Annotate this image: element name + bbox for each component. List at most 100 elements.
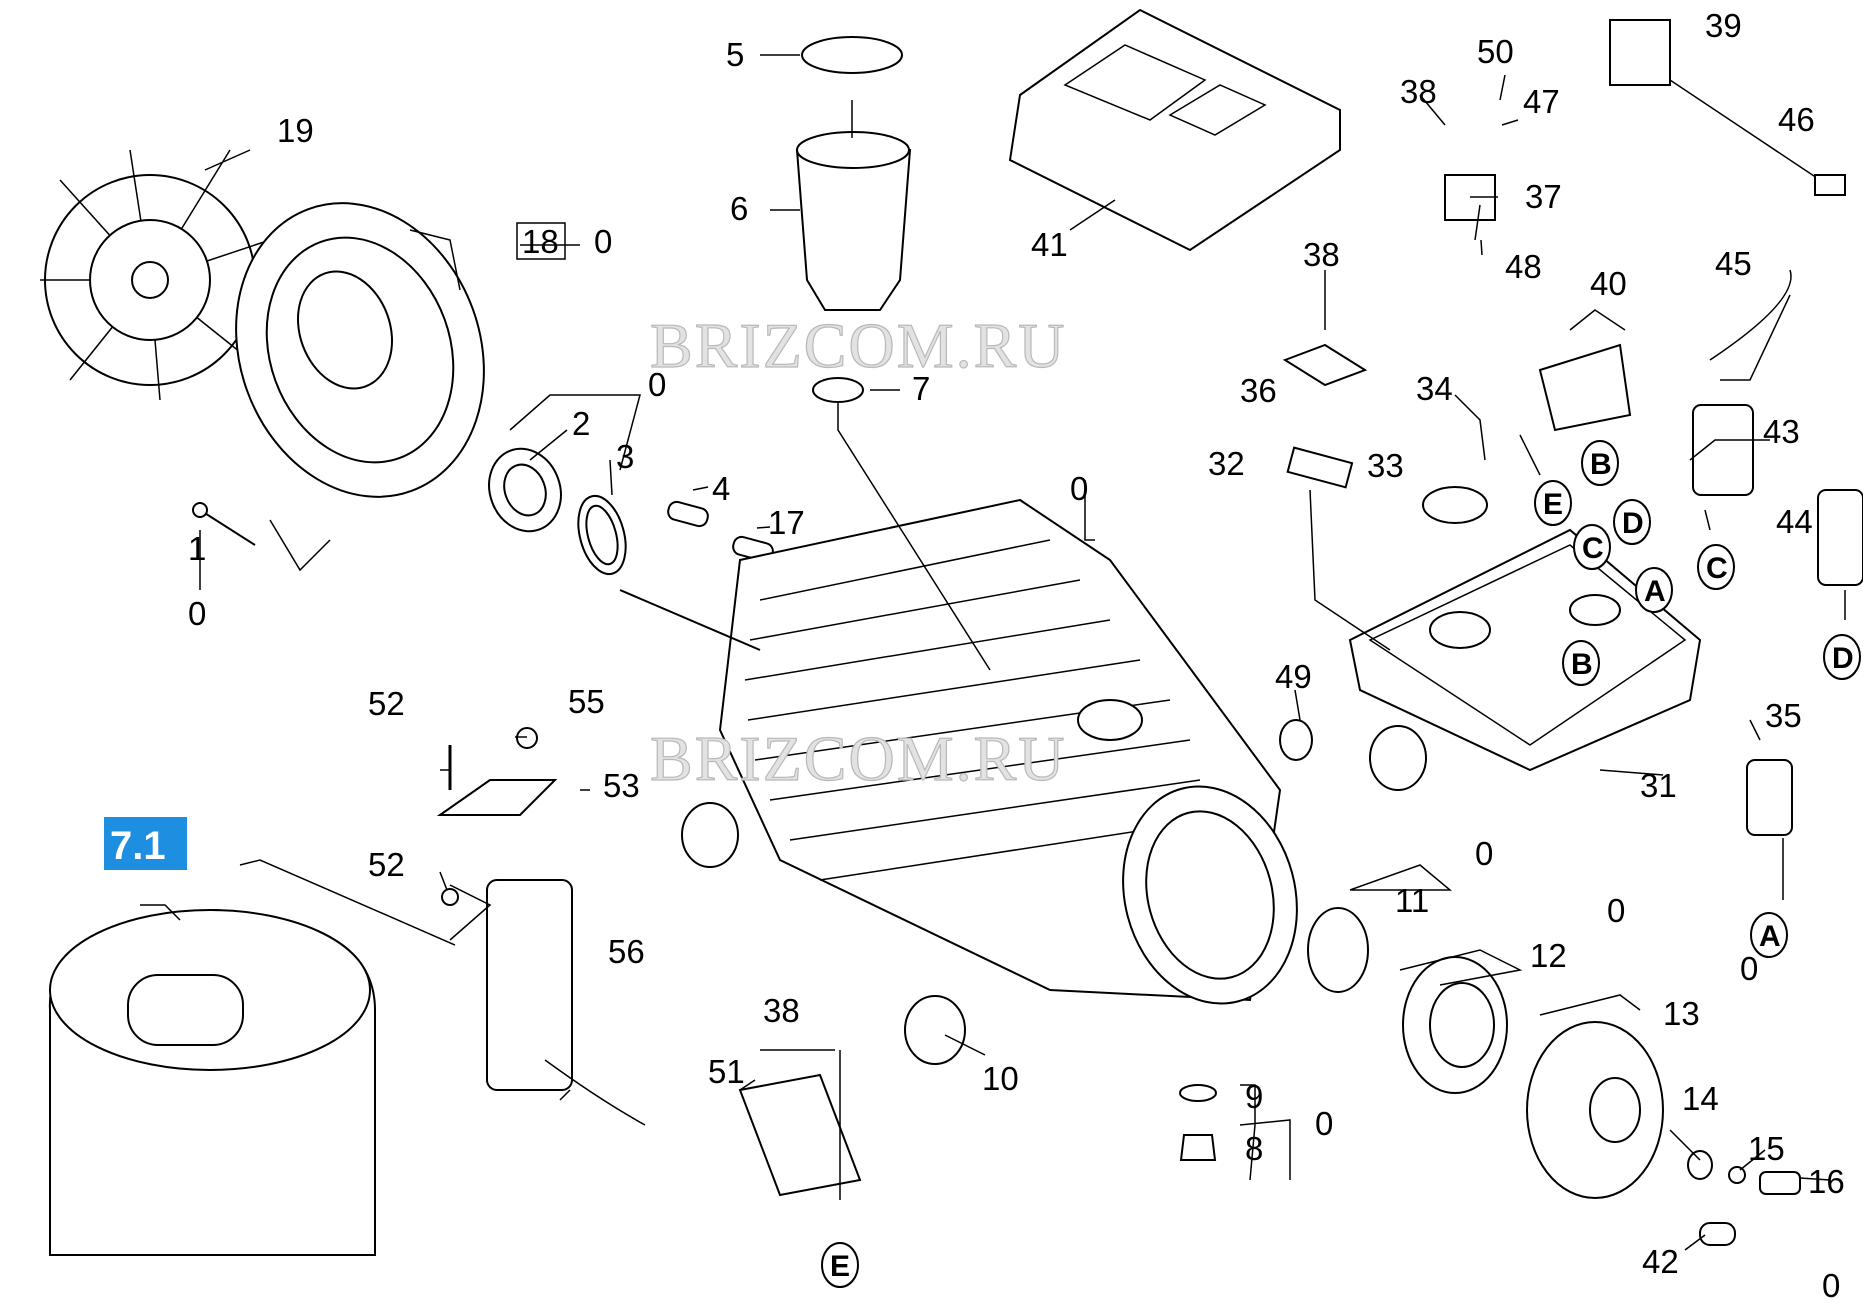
highlight-badge[interactable] — [104, 817, 187, 870]
plug-part-8 — [1179, 1134, 1217, 1161]
bearing-part-12 — [1402, 956, 1508, 1094]
terminal-block-part-51 — [738, 1073, 862, 1197]
letter-marker-e-box — [1534, 480, 1572, 526]
o-ring-part-7 — [812, 377, 864, 403]
callout-0-part-2-3: 0 — [648, 366, 666, 403]
callout-0-part-14-16: 0 — [1822, 1267, 1840, 1304]
capacitor-part-35 — [1746, 759, 1793, 836]
capacitor-part-56 — [486, 879, 646, 1126]
damper-part-rear — [681, 802, 739, 868]
plug-part-49 — [1279, 719, 1313, 761]
board-part-40 — [1538, 343, 1632, 432]
capacitor-part-44 — [1817, 489, 1863, 586]
callout-4: 4 — [712, 470, 730, 507]
callout-48: 48 — [1505, 248, 1542, 285]
bearing-part-2 — [488, 447, 562, 533]
letter-marker-e-block-text: E — [830, 1250, 850, 1283]
callout-38-terminal: 38 — [1400, 73, 1437, 110]
letter-marker-e-box-text: E — [1543, 488, 1563, 521]
cup-part-6 — [795, 131, 912, 311]
letter-marker-d-cap — [1823, 634, 1861, 680]
callout-labels: 1 0 2 3 0 4 5 6 7 8 9 0 10 11 0 12 0 13 … — [188, 7, 1845, 1304]
key-part-4 — [667, 500, 709, 528]
letter-marker-d-box — [1613, 499, 1651, 545]
callout-18-box — [516, 222, 566, 260]
control-box-part-31 — [1348, 528, 1702, 772]
bolt-part-16 — [1759, 1171, 1801, 1195]
callout-49: 49 — [1275, 658, 1312, 695]
callout-0-part-18: 0 — [594, 223, 612, 260]
callout-38-rail: 38 — [1303, 236, 1340, 273]
callout-0-part-1: 0 — [188, 595, 206, 632]
callout-52-washer: 52 — [368, 846, 405, 883]
o-ring-part-9 — [1179, 1084, 1217, 1102]
nut-part-55 — [516, 727, 538, 749]
callout-0-part-8-9: 0 — [1315, 1105, 1333, 1142]
letter-marker-c-box-text: C — [1582, 532, 1604, 565]
callout-2: 2 — [572, 405, 590, 442]
damper-part-10 — [904, 995, 966, 1065]
lock-washer-part-15 — [1728, 1166, 1746, 1184]
leader-lines — [140, 54, 1846, 1251]
callout-41: 41 — [1031, 226, 1068, 263]
letter-marker-b-board — [1581, 440, 1619, 486]
callout-55: 55 — [568, 683, 605, 720]
callout-40: 40 — [1590, 265, 1627, 302]
letter-marker-a-cap-text: A — [1759, 920, 1781, 953]
letter-marker-d-box-text: D — [1622, 507, 1644, 540]
callout-34: 34 — [1416, 370, 1453, 407]
callout-31: 31 — [1640, 767, 1677, 804]
callout-0-part-12: 0 — [1607, 892, 1625, 929]
watermark-top: BRIZCOM.RU — [650, 310, 1067, 381]
motor-housing — [619, 498, 1298, 1005]
letter-marker-c-box — [1573, 524, 1611, 570]
callout-5: 5 — [726, 36, 744, 73]
connector-part-32 — [1286, 446, 1354, 489]
callout-46: 46 — [1778, 101, 1815, 138]
callout-35: 35 — [1765, 697, 1802, 734]
letter-marker-c-cap-text: C — [1706, 552, 1728, 585]
letter-marker-b-box — [1562, 640, 1600, 686]
callout-44: 44 — [1776, 503, 1813, 540]
callout-15: 15 — [1748, 1130, 1785, 1167]
callout-16: 16 — [1808, 1163, 1845, 1200]
capacitor-part-43 — [1692, 404, 1754, 496]
highlight-reference-7-1[interactable]: 7.1 — [104, 817, 187, 870]
callout-1: 1 — [188, 530, 206, 567]
callout-42: 42 — [1642, 1243, 1679, 1280]
letter-marker-b-box-text: B — [1571, 648, 1593, 681]
callout-0-part-11: 0 — [1475, 835, 1493, 872]
screw-part-1 — [192, 502, 256, 546]
callout-18: 18 — [522, 223, 559, 260]
callout-6: 6 — [730, 190, 748, 227]
letter-marker-b-board-text: B — [1590, 448, 1612, 481]
callout-56: 56 — [608, 933, 645, 970]
letter-marker-c-cap — [1697, 544, 1735, 590]
letter-marker-e-block — [821, 1242, 859, 1288]
letter-marker-d-cap-text: D — [1832, 642, 1854, 675]
callout-50: 50 — [1477, 33, 1514, 70]
damper-part-front — [1369, 725, 1427, 791]
callout-45: 45 — [1715, 245, 1752, 282]
callout-47: 47 — [1523, 83, 1560, 120]
cap-part-5 — [801, 36, 903, 74]
washer-part-52 — [441, 888, 459, 906]
letter-marker-a-cap — [1750, 912, 1788, 958]
callout-3: 3 — [616, 438, 634, 475]
highlight-label: 7.1 — [110, 824, 166, 868]
callout-8: 8 — [1245, 1130, 1263, 1167]
rail-part-36 — [1282, 343, 1368, 387]
key-part-42 — [1699, 1222, 1736, 1246]
callout-7: 7 — [912, 370, 930, 407]
contactor-part-39 — [1609, 19, 1671, 86]
callout-9: 9 — [1245, 1078, 1263, 1115]
callout-38-block: 38 — [763, 992, 800, 1029]
callout-11: 11 — [1395, 882, 1429, 919]
letter-marker-a-box — [1635, 567, 1673, 613]
connector-letter-markers: A A B B C C D D E E — [821, 440, 1861, 1288]
cover-part-41 — [1008, 8, 1341, 252]
fan-part-19 — [40, 149, 271, 401]
callout-33: 33 — [1367, 447, 1404, 484]
